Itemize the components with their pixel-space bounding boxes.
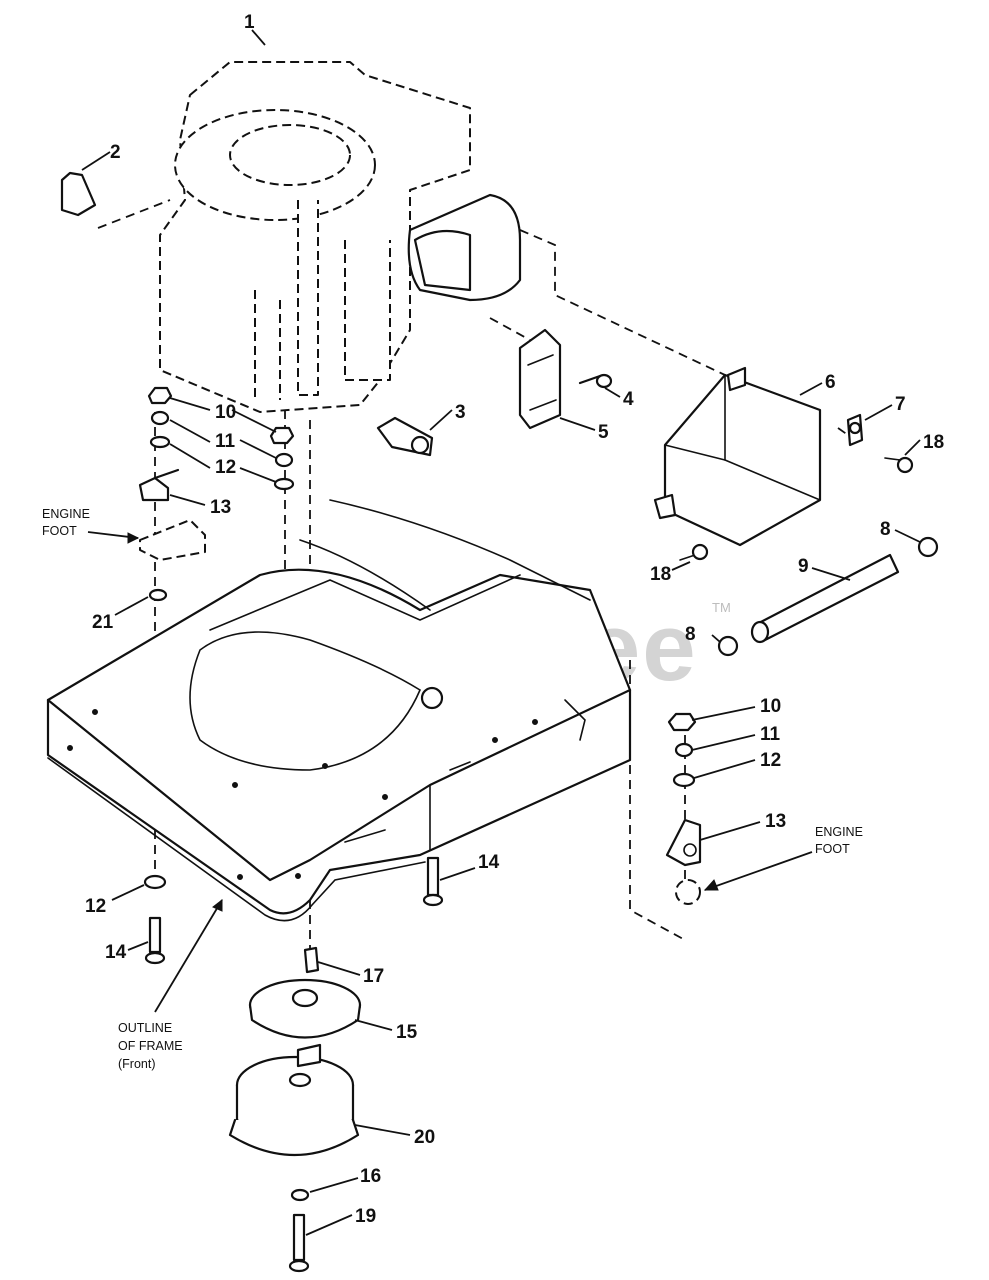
watermark-trademark: TM [712, 600, 731, 615]
part-16-washer [290, 1188, 310, 1202]
callout-10-right: 10 [760, 696, 781, 717]
callout-18-upper: 18 [923, 432, 944, 453]
callout-7: 7 [895, 394, 906, 415]
muffler [407, 193, 522, 302]
callout-12-right: 12 [760, 750, 781, 771]
callouts: 1 2 3 4 5 6 7 8 8 9 10 11 12 13 10 11 12… [85, 12, 944, 1227]
part-7-clip [846, 413, 864, 447]
left-hardware-stack [138, 386, 295, 602]
part-4-screw [578, 373, 613, 389]
callout-8-lower: 8 [685, 624, 696, 645]
callout-8-upper: 8 [880, 519, 891, 540]
leader-lines [81, 29, 921, 1236]
part-17-key [303, 946, 320, 974]
callout-14-left: 14 [105, 942, 127, 963]
callout-5: 5 [598, 422, 609, 443]
part-14-bolt-right [422, 856, 444, 907]
part-15-pulley [248, 978, 362, 1039]
callout-13-left: 13 [210, 497, 231, 518]
note-engine-foot-left: ENGINE FOOT [42, 507, 90, 538]
frame-deck [46, 499, 632, 922]
part-2-bracket [60, 171, 97, 217]
note-engine-foot-right: ENGINE FOOT [815, 825, 863, 856]
callout-12-lower-left: 12 [85, 896, 106, 917]
callout-9: 9 [798, 556, 809, 577]
part-18-screw-lower [679, 543, 709, 561]
annotation-arrows [87, 531, 813, 1013]
note-outline-line2: OF FRAME [118, 1039, 183, 1053]
note-engine-foot-right-line1: ENGINE [815, 825, 863, 839]
callout-11-left: 11 [215, 431, 236, 452]
note-engine-foot-right-line2: FOOT [815, 842, 850, 856]
callout-12-left: 12 [215, 457, 236, 478]
callout-20: 20 [414, 1127, 435, 1148]
callout-17: 17 [363, 966, 384, 987]
part-9-hose [750, 553, 900, 644]
part-14-bolt-left [144, 916, 166, 965]
callout-15: 15 [396, 1022, 418, 1043]
part-6-heat-shield [653, 366, 822, 547]
callout-6: 6 [825, 372, 836, 393]
callout-4: 4 [623, 389, 634, 410]
callout-13-right: 13 [765, 811, 786, 832]
part-5-deflector [518, 328, 562, 430]
callout-11-right: 11 [760, 724, 781, 745]
callout-14-right: 14 [478, 852, 500, 873]
note-outline-line3: (Front) [118, 1057, 156, 1071]
part-19-bolt [288, 1213, 310, 1273]
callout-2: 2 [110, 142, 121, 163]
part-8-clamp-upper [917, 536, 939, 558]
callout-19: 19 [355, 1206, 376, 1227]
callout-16: 16 [360, 1166, 381, 1187]
part-18-screw-upper [884, 456, 914, 474]
engine [159, 61, 471, 413]
callout-18-lower: 18 [650, 564, 671, 585]
note-engine-foot-left-line2: FOOT [42, 524, 77, 538]
callout-21: 21 [92, 612, 114, 633]
note-outline-of-frame: OUTLINE OF FRAME (Front) [118, 1021, 183, 1071]
note-outline-line1: OUTLINE [118, 1021, 172, 1035]
engine-foot-left [139, 519, 206, 561]
part-12-washer-left [143, 874, 167, 890]
callout-10-left: 10 [215, 402, 236, 423]
part-20-clutch [228, 1043, 360, 1157]
right-hardware-stack [665, 712, 702, 905]
part-3-fitting [376, 416, 434, 457]
callout-3: 3 [455, 402, 466, 423]
callout-1: 1 [244, 12, 255, 33]
note-engine-foot-left-line1: ENGINE [42, 507, 90, 521]
part-8-clamp-lower [717, 635, 739, 657]
